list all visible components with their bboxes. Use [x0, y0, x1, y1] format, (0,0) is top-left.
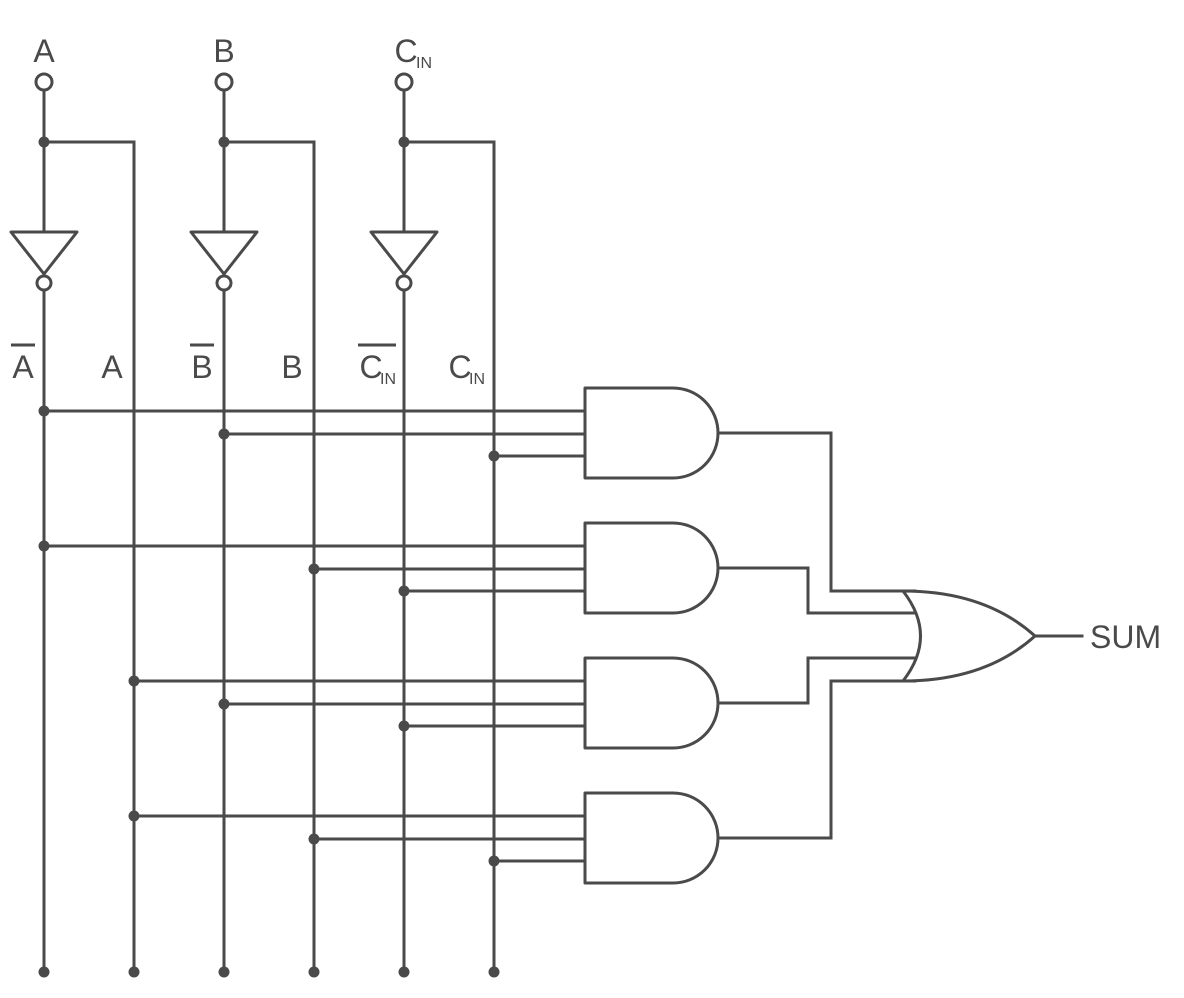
junctions [38, 136, 500, 978]
and-4-output-wire [716, 679, 917, 840]
and-gate-4 [583, 791, 720, 885]
rail-label-cin-not-subscript: IN [380, 371, 396, 388]
junction-dot [218, 136, 230, 148]
rail-label-cin-not: C [359, 349, 382, 385]
rail-end-dot [488, 966, 500, 978]
junction-dot [38, 540, 50, 552]
junction-dot [218, 428, 230, 440]
rail-end-dot [398, 966, 410, 978]
input-label-c-subscript: IN [416, 55, 432, 72]
rail-end-dot [308, 966, 320, 978]
input-label-b: B [213, 33, 234, 69]
rail-label-b: B [281, 349, 302, 385]
input-terminal-a [34, 72, 54, 92]
not-gate-a [9, 230, 79, 276]
input-label-c: C [394, 33, 417, 69]
and-2-output-wire [716, 566, 923, 615]
junction-dot [308, 833, 320, 845]
rail-label-cin: C [448, 349, 471, 385]
junction-dot [308, 563, 320, 575]
junction-dot [38, 136, 50, 148]
not-gate-cin [369, 230, 439, 276]
rail-label-cin-subscript: IN [469, 371, 485, 388]
not-gate-b [189, 230, 259, 276]
rail-end-dot [128, 966, 140, 978]
and-gate-2 [583, 521, 720, 615]
rail-cin [402, 140, 496, 974]
not-gate-cin-bubble [395, 274, 413, 292]
junction-dot [128, 675, 140, 687]
and-3-output-wire [716, 656, 923, 705]
not-gate-a-bubble [35, 274, 53, 292]
junction-dot [38, 405, 50, 417]
rail-a [42, 140, 136, 974]
junction-dot [488, 450, 500, 462]
rail-b [222, 140, 316, 974]
and-gate-3 [583, 656, 720, 750]
not-gate-b-bubble [215, 274, 233, 292]
junction-dot [128, 810, 140, 822]
output-label-sum: SUM [1090, 619, 1161, 655]
junction-dot [398, 585, 410, 597]
rail-label-a: A [101, 349, 123, 385]
rail-end-dot [218, 966, 230, 978]
junction-dot [398, 720, 410, 732]
input-label-a: A [33, 33, 55, 69]
rail-label-a-not: A [12, 349, 34, 385]
junction-dot [398, 136, 410, 148]
input-terminal-cin [394, 72, 414, 92]
junction-dot [218, 698, 230, 710]
and-1-output-wire [716, 431, 917, 593]
rail-label-b-not: B [191, 349, 212, 385]
or-gate [901, 589, 1037, 683]
input-terminal-b [214, 72, 234, 92]
rail-end-dot [38, 966, 50, 978]
junction-dot [488, 855, 500, 867]
and-gate-1 [583, 386, 720, 480]
